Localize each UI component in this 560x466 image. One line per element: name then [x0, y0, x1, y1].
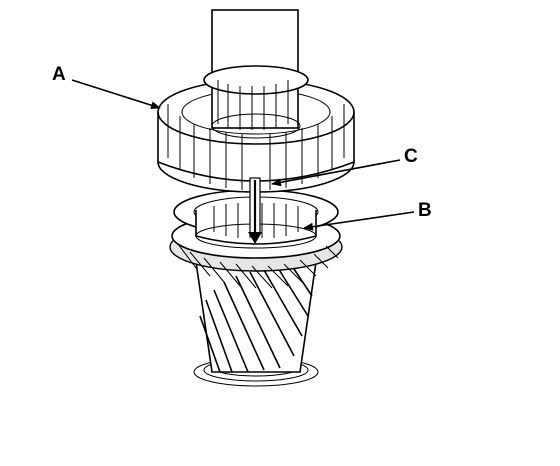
- leader-a: [71, 79, 161, 110]
- gear-b: [169, 189, 343, 289]
- leader-c: [271, 159, 401, 187]
- leader-b: [303, 211, 415, 231]
- label-c: C: [404, 146, 418, 167]
- label-a: A: [52, 64, 66, 85]
- gear-a: [157, 9, 355, 193]
- alignment-arrow: [248, 177, 262, 244]
- label-b: B: [418, 200, 432, 221]
- helical-gear-shaft: [193, 261, 319, 387]
